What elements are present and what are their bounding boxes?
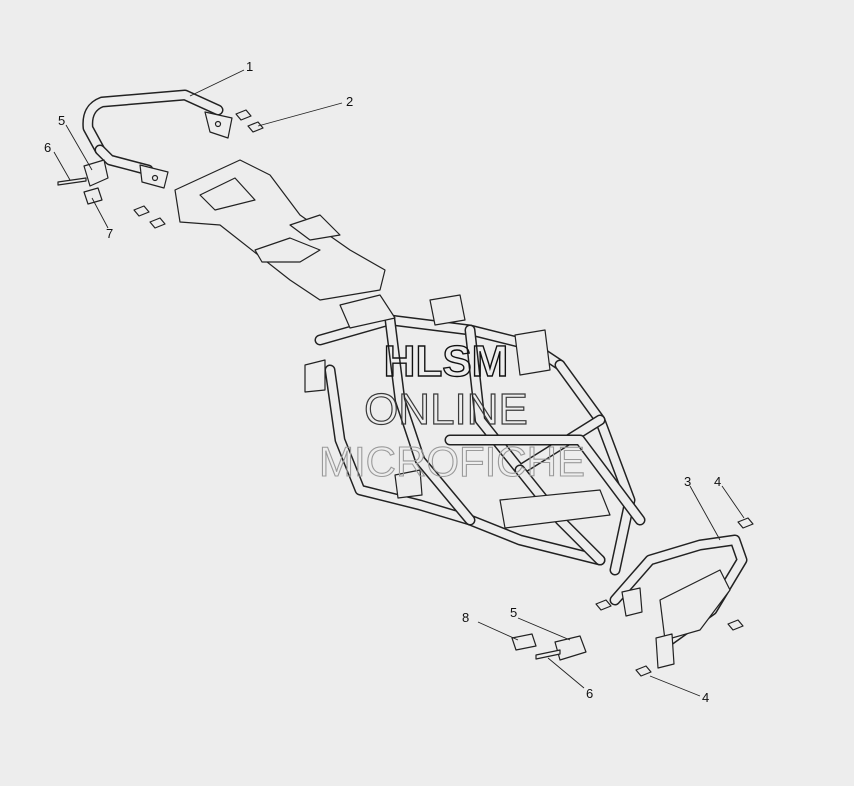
front-bumper [609, 534, 748, 669]
leader-lines [53, 69, 745, 697]
watermark-line-2: ONLINE [364, 385, 528, 434]
watermark-line-3: MICROFICHE [319, 438, 585, 485]
lower-reflector-assembly [511, 633, 587, 661]
callout-5-upper: 5 [58, 113, 65, 128]
callout-8: 8 [462, 610, 469, 625]
callout-6-lower: 6 [586, 686, 593, 701]
bolt-group-front [595, 517, 754, 677]
callout-3: 3 [684, 474, 691, 489]
callout-5-lower: 5 [510, 605, 517, 620]
callout-2: 2 [346, 94, 353, 109]
callout-6-upper: 6 [44, 140, 51, 155]
callout-4-lower: 4 [702, 690, 709, 705]
rear-grab-bar [82, 89, 233, 189]
upper-reflector-assembly [57, 159, 109, 205]
callout-1: 1 [246, 59, 253, 74]
bolt-group-upper [133, 109, 264, 229]
main-frame [174, 159, 646, 576]
callout-7: 7 [106, 226, 113, 241]
watermark: HLSM ONLINE MICROFICHE [318, 336, 585, 485]
callout-labels: 1 2 3 4 4 5 5 6 6 7 8 [44, 59, 721, 705]
watermark-line-1: HLSM [384, 337, 509, 386]
callout-4-upper: 4 [714, 474, 721, 489]
